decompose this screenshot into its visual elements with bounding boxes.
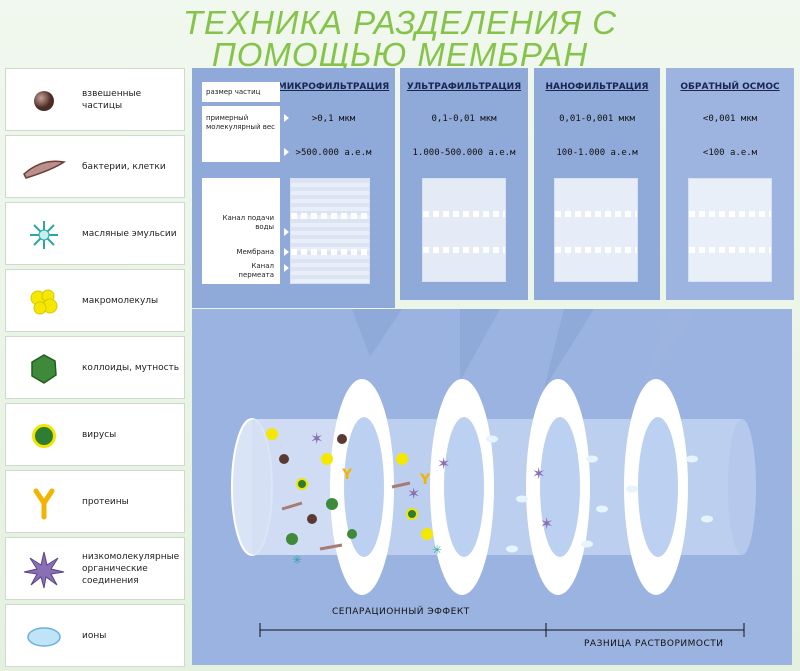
panel-reverse-osmosis: ОБРАТНЫЙ ОСМОС <0,001 мкм <100 а.е.м (666, 68, 794, 300)
suspended-particle-icon (34, 91, 54, 111)
particles: ✶ ✶ ✶ ✶ ✶ Y Y ✳ ✳ (266, 428, 713, 567)
arrow-icon (284, 248, 289, 256)
process-weight: 100-1.000 а.е.м (556, 148, 638, 158)
arrow-icon (284, 148, 289, 156)
process-weight: <100 а.е.м (702, 148, 758, 158)
process-title: МИКРОФИЛЬТРАЦИЯ (277, 82, 390, 92)
legend-label: масляные эмульсии (82, 228, 177, 239)
svg-text:Y: Y (419, 472, 431, 488)
svg-text:✶: ✶ (407, 484, 420, 503)
callout-micro (352, 309, 402, 357)
organic-compound-icon (23, 551, 65, 589)
svg-text:✶: ✶ (540, 514, 553, 533)
caption-solubility-difference: РАЗНИЦА РАСТВОРИМОСТИ (584, 639, 724, 649)
process-size: <0,001 мкм (702, 114, 758, 124)
svg-text:✶: ✶ (310, 429, 323, 448)
process-weight: >500.000 а.е.м (295, 148, 372, 158)
process-title: ОБРАТНЫЙ ОСМОС (680, 82, 780, 92)
caption-separation-effect: СЕПАРАЦИОННЫЙ ЭФФЕКТ (332, 607, 470, 617)
legend-item-bacteria: бактерии, клетки (5, 135, 185, 198)
svg-text:✳: ✳ (292, 553, 302, 567)
legend-item-suspended: взвешенные частицы (5, 68, 185, 131)
panel-ultrafiltration: УЛЬТРАФИЛЬТРАЦИЯ 0,1-0,01 мкм 1.000-500.… (400, 68, 528, 300)
membrane-nano-illustration (554, 178, 638, 282)
row-label-box: Канал подачи воды Мембрана Канал пермеат… (202, 178, 280, 284)
dimension-lines (259, 623, 745, 637)
pipe-end (728, 419, 756, 555)
callout-ro (642, 309, 698, 389)
filtration-pipe-illustration: ✶ ✶ ✶ ✶ ✶ Y Y ✳ ✳ (231, 309, 756, 637)
legend-item-colloid: коллоиды, мутность (5, 336, 185, 399)
arrow-icon (284, 264, 289, 272)
legend-item-macromolecule: макромолекулы (5, 269, 185, 332)
row-label-feed: Канал подачи воды (222, 214, 275, 231)
svg-text:✶: ✶ (532, 464, 545, 483)
legend-item-organic: низкомолекулярные органические соединени… (5, 537, 185, 600)
arrow-icon (284, 114, 289, 122)
process-size: 0,01-0,001 мкм (559, 114, 635, 124)
legend-label: коллоиды, мутность (82, 362, 180, 373)
legend-label: бактерии, клетки (82, 161, 166, 172)
process-title: НАНОФИЛЬТРАЦИЯ (545, 82, 649, 92)
process-weight: 1.000-500.000 а.е.м (412, 148, 516, 158)
ion-icon (27, 627, 61, 647)
oil-emulsion-icon (30, 221, 58, 249)
legend-label: макромолекулы (82, 295, 159, 306)
legend-label: вирусы (82, 429, 117, 440)
macromolecule-icon (30, 289, 58, 315)
legend-item-ion: ионы (5, 604, 185, 667)
virus-icon (32, 424, 56, 448)
filtration-pipe-panel: ✶ ✶ ✶ ✶ ✶ Y Y ✳ ✳ СЕПАРАЦИОННЫЙ ЭФФЕКТ РАЗНИЦ… (192, 309, 792, 665)
row-label-size: размер частиц (202, 82, 280, 102)
callout-ultra (460, 309, 500, 381)
row-label-membrane: Мембрана (236, 248, 274, 256)
process-size: 0,1-0,01 мкм (431, 114, 497, 124)
legend-label: взвешенные частицы (82, 88, 142, 111)
membrane-micro-illustration (290, 178, 370, 284)
legend-label: протеины (82, 496, 129, 507)
legend-item-protein: протеины (5, 470, 185, 533)
arrow-icon (284, 228, 289, 236)
process-size: >0,1 мкм (311, 114, 356, 124)
row-label-permeate: Канал пермеата (238, 262, 274, 279)
panel-microfiltration: МИКРОФИЛЬТРАЦИЯ размер частиц примерный … (192, 68, 395, 308)
row-label-weight: примерный молекулярный вес (202, 106, 280, 162)
bacteria-icon (23, 160, 66, 179)
protein-icon (33, 488, 55, 520)
legend-label: ионы (82, 630, 107, 641)
legend-label: низкомолекулярные органические соединени… (82, 551, 180, 586)
legend-item-oil: масляные эмульсии (5, 202, 185, 265)
membrane-ro-illustration (688, 178, 772, 282)
colloid-icon (31, 354, 57, 384)
membrane-ultra-illustration (422, 178, 506, 282)
svg-text:✶: ✶ (437, 454, 450, 473)
panel-nanofiltration: НАНОФИЛЬТРАЦИЯ 0,01-0,001 мкм 100-1.000 … (534, 68, 660, 300)
svg-text:✳: ✳ (432, 543, 442, 557)
svg-text:Y: Y (341, 467, 353, 483)
process-title: УЛЬТРАФИЛЬТРАЦИЯ (406, 82, 522, 92)
title-line-2: ПОМОЩЬЮ МЕМБРАН (211, 36, 589, 73)
title-line-1: ТЕХНИКА РАЗДЕЛЕНИЯ С (182, 4, 618, 41)
callout-nano (544, 309, 594, 389)
legend-item-virus: вирусы (5, 403, 185, 466)
